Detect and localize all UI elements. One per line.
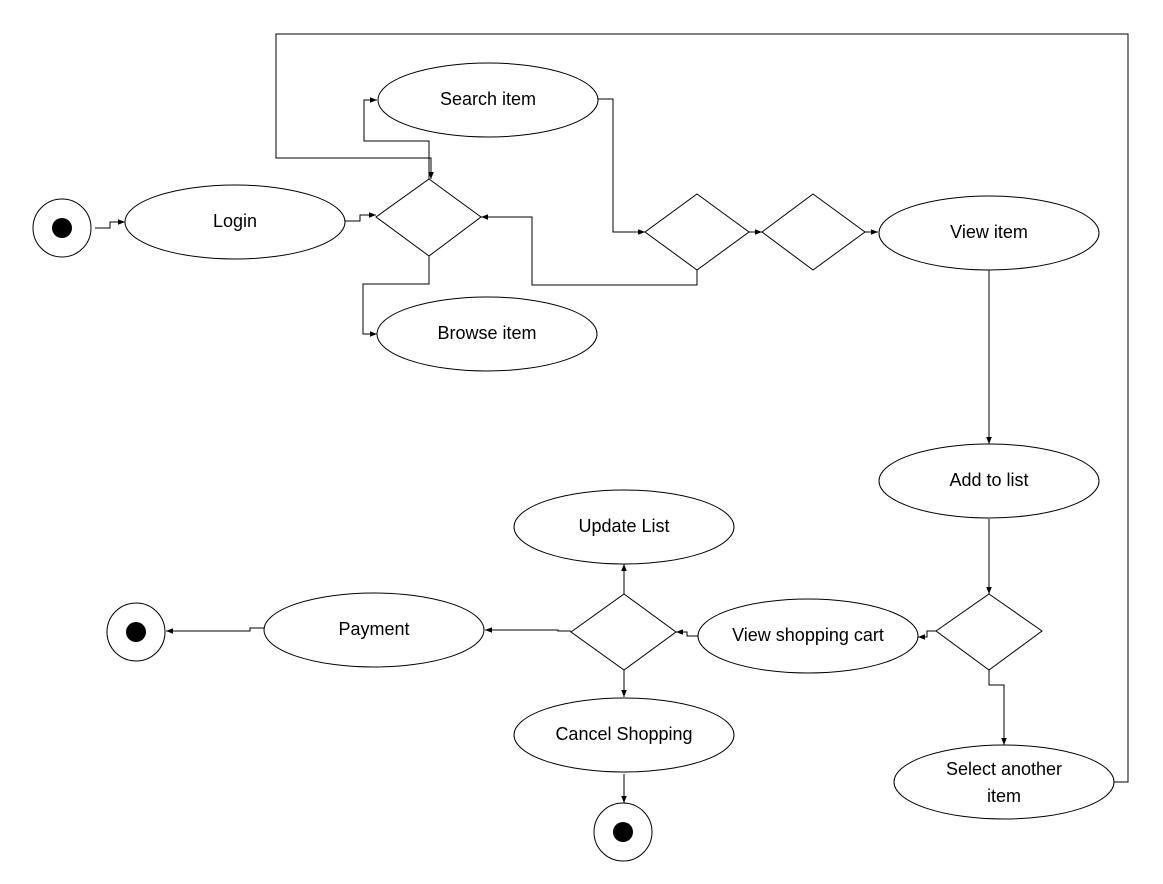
activity-select-another-item: Select another item — [893, 744, 1115, 820]
edge-start-to-login — [95, 219, 125, 229]
edge-decision-1-to-browse-item — [362, 256, 430, 337]
activity-cancel-shopping: Cancel Shopping — [513, 697, 735, 773]
activity-view-shopping-cart: View shopping cart — [697, 598, 919, 674]
activity-add-to-list-label: Add to list — [949, 470, 1028, 490]
activity-update-list: Update List — [513, 489, 735, 565]
edge-decision-4-to-view-shopping-cart — [918, 630, 936, 640]
activity-view-shopping-cart-label: View shopping cart — [732, 625, 884, 645]
connectors — [95, 33, 1129, 803]
edge-decision-4-to-select-another-item — [988, 670, 1007, 745]
activity-add-to-list: Add to list — [878, 443, 1100, 519]
activity-view-item-label: View item — [950, 222, 1028, 242]
edge-view-shopping-cart-to-decision-5 — [676, 629, 699, 637]
activity-login-label: Login — [213, 211, 257, 231]
activity-select-another-item-label-line1: Select another — [946, 759, 1062, 779]
edge-login-to-decision-1 — [345, 212, 376, 222]
activity-login: Login — [124, 184, 346, 260]
edge-decision-5-to-payment — [485, 627, 571, 633]
decision-node-4 — [935, 593, 1043, 671]
activity-search-item: Search item — [377, 62, 599, 138]
start-node — [32, 198, 92, 258]
edge-decision-1-to-search-item — [363, 97, 430, 179]
activity-select-another-item-label-line2: item — [987, 786, 1021, 806]
activity-payment: Payment — [263, 592, 485, 668]
activity-search-item-label: Search item — [440, 89, 536, 109]
activity-browse-item: Browse item — [376, 296, 598, 372]
edge-decision-2-back-to-decision-1 — [481, 214, 698, 286]
activity-update-list-label: Update List — [578, 516, 669, 536]
decision-node-1 — [375, 178, 482, 257]
decision-node-3 — [761, 193, 866, 271]
edge-payment-to-end-1 — [166, 627, 265, 634]
decision-node-5 — [570, 593, 677, 671]
edge-search-item-to-decision-2 — [598, 98, 645, 235]
end-node-cancel — [593, 802, 653, 862]
activity-browse-item-label: Browse item — [437, 323, 536, 343]
activity-cancel-shopping-label: Cancel Shopping — [555, 724, 692, 744]
end-node-payment — [106, 602, 166, 662]
decision-node-2 — [644, 193, 750, 271]
edge-loop-back-to-decision-1 — [275, 33, 1129, 783]
activity-view-item: View item — [878, 195, 1100, 271]
activity-payment-label: Payment — [338, 619, 409, 639]
